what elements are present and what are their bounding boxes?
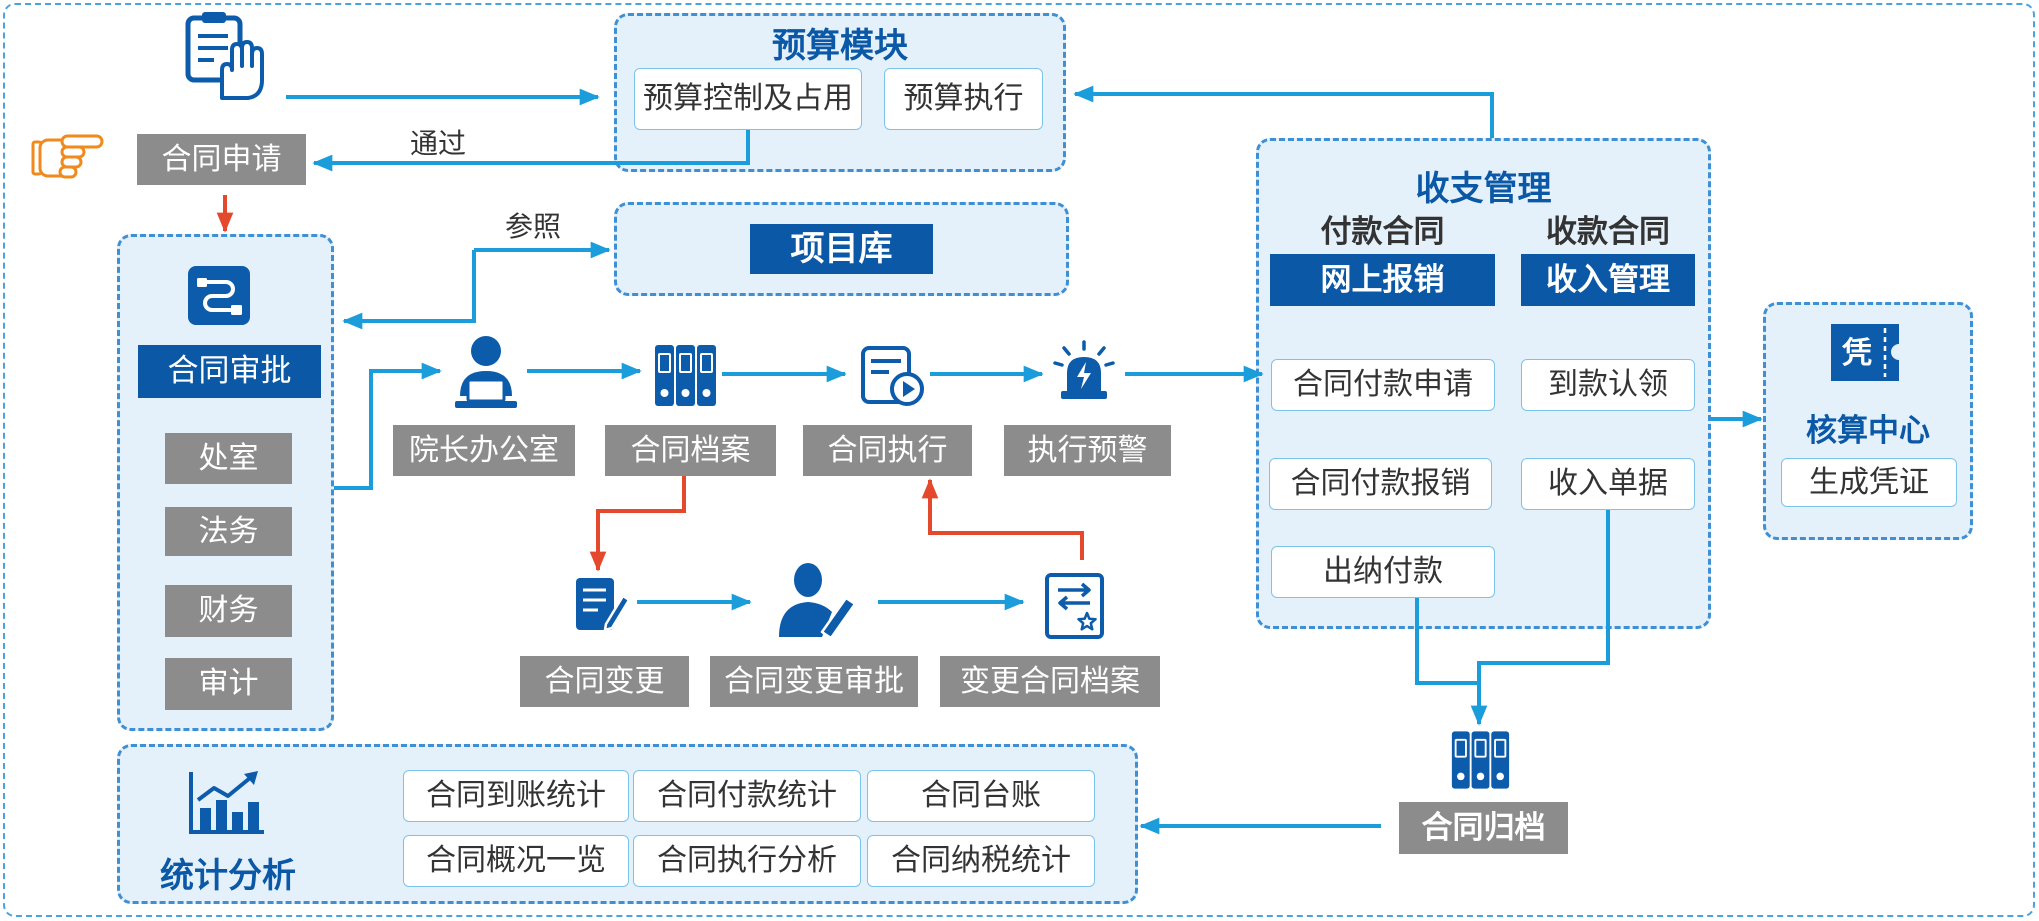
receipt-contract-heading: 收款合同 (1546, 213, 1670, 250)
payment-request-box[interactable]: 合同付款申请 (1271, 359, 1495, 411)
department-audit-box[interactable]: 审计 (165, 658, 292, 710)
accounting-center-title: 核算中心 (1806, 412, 1930, 449)
stat-receipt-box[interactable]: 合同到账统计 (403, 770, 629, 822)
contract-change-approval-box[interactable]: 合同变更审批 (710, 656, 918, 707)
stat-overview-box[interactable]: 合同概况一览 (403, 835, 629, 887)
budget-module-title: 预算模块 (772, 25, 908, 66)
filing-binders-icon (1450, 731, 1511, 789)
binders-icon (653, 345, 718, 406)
dean-office-box[interactable]: 院长办公室 (393, 425, 575, 476)
statistics-title: 统计分析 (160, 855, 296, 896)
person-pen-icon (777, 562, 858, 640)
payment-reimbursement-box[interactable]: 合同付款报销 (1269, 458, 1492, 510)
income-management-box[interactable]: 收入管理 (1521, 254, 1695, 306)
contract-approval-box[interactable]: 合同审批 (138, 345, 321, 398)
finance-management-title: 收支管理 (1415, 168, 1552, 209)
income-receipt-box[interactable]: 收入单据 (1521, 458, 1695, 510)
contract-filing-box[interactable]: 合同归档 (1399, 802, 1568, 854)
contract-change-box[interactable]: 合同变更 (520, 656, 689, 707)
execution-warning-box[interactable]: 执行预警 (1004, 425, 1171, 476)
contract-execution-box[interactable]: 合同执行 (803, 425, 972, 476)
document-exchange-star-icon (1044, 572, 1105, 640)
pass-label: 通过 (410, 127, 467, 160)
person-laptop-icon (452, 334, 520, 413)
flow-icon (188, 266, 250, 325)
edit-document-icon (572, 576, 631, 634)
stat-execution-analysis-box[interactable]: 合同执行分析 (633, 835, 861, 887)
voucher-icon: 凭 (1827, 318, 1908, 387)
budget-execution-box[interactable]: 预算执行 (884, 68, 1043, 130)
document-play-icon (859, 345, 926, 408)
department-legal-box[interactable]: 法务 (165, 507, 292, 556)
pointing-hand-icon (31, 130, 104, 182)
contract-apply-box[interactable]: 合同申请 (137, 134, 306, 185)
department-office-box[interactable]: 处室 (165, 433, 292, 484)
reference-label: 参照 (505, 210, 562, 243)
stat-payment-box[interactable]: 合同付款统计 (633, 770, 861, 822)
voucher-icon-char: 凭 (1841, 336, 1872, 371)
payment-contract-heading: 付款合同 (1320, 213, 1445, 250)
outer-frame (3, 3, 2035, 917)
generate-voucher-box[interactable]: 生成凭证 (1781, 458, 1957, 507)
clipboard-hand-icon (182, 10, 266, 101)
change-contract-archive-box[interactable]: 变更合同档案 (940, 656, 1160, 707)
budget-control-box[interactable]: 预算控制及占用 (634, 68, 862, 130)
contract-archive-box[interactable]: 合同档案 (605, 425, 776, 476)
alarm-icon (1053, 340, 1115, 400)
cashier-payment-box[interactable]: 出纳付款 (1271, 546, 1495, 598)
online-reimbursement-box[interactable]: 网上报销 (1270, 254, 1495, 306)
stat-ledger-box[interactable]: 合同台账 (867, 770, 1095, 822)
payment-claim-box[interactable]: 到款认领 (1521, 359, 1695, 411)
stat-tax-box[interactable]: 合同纳税统计 (867, 835, 1095, 887)
project-library-box[interactable]: 项目库 (750, 224, 933, 274)
department-finance-box[interactable]: 财务 (165, 585, 292, 637)
bar-chart-trend-icon (188, 770, 264, 835)
